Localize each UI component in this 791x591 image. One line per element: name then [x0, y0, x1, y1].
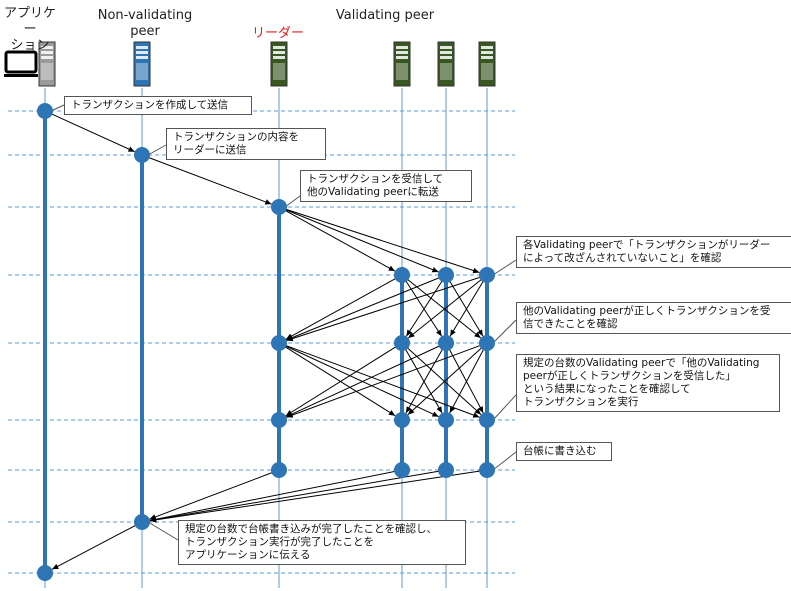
phase-dividers	[8, 110, 515, 574]
server-icons	[38, 41, 496, 87]
callout-notify-application: 規定の台数で台帳書き込みが完了したことを確認し、 トランザクション実行が完了した…	[178, 520, 466, 565]
lifelines-thin	[44, 88, 488, 588]
message-arrow	[406, 278, 482, 339]
callout-execute-transaction: 規定の台数のValidating peerで「他のValidating peer…	[516, 354, 780, 412]
event-node	[37, 565, 53, 581]
message-arrow	[50, 113, 135, 153]
header-leader: リーダー	[251, 26, 304, 41]
callout-write-ledger: 台帳に書き込む	[516, 442, 612, 461]
event-node	[271, 335, 287, 351]
message-arrow	[285, 277, 397, 340]
callout-verify-received: 他のValidating peerが正しくトランザクションを受 信できたことを確…	[516, 302, 791, 334]
event-node	[438, 335, 454, 351]
event-node	[438, 462, 454, 478]
message-arrow	[449, 279, 485, 337]
message-arrow	[149, 470, 482, 523]
message-arrow	[51, 524, 137, 570]
callout-pointers	[50, 104, 517, 541]
callout-pointer	[492, 451, 517, 471]
message-arrow	[149, 471, 274, 520]
event-node	[394, 462, 410, 478]
header-application: アプリケー ション	[3, 6, 56, 53]
message-arrow	[286, 345, 441, 418]
callout-pointer	[284, 195, 301, 208]
message-arrow	[147, 156, 272, 205]
event-node	[394, 267, 410, 283]
server-icon	[393, 41, 411, 87]
message-arrow	[285, 345, 398, 417]
message-arrow	[284, 209, 396, 272]
callout-pointer	[492, 394, 517, 421]
event-node	[479, 462, 495, 478]
message-arrow	[284, 344, 480, 418]
monitor-icon	[4, 50, 38, 77]
message-arrow	[284, 208, 439, 273]
event-node	[394, 412, 410, 428]
event-node	[438, 412, 454, 428]
message-arrow	[286, 344, 482, 418]
callout-send-to-leader: トランザクションの内容を リーダーに送信	[166, 128, 326, 160]
event-node	[271, 462, 287, 478]
event-node	[394, 335, 410, 351]
message-arrow	[405, 279, 444, 337]
message-arrow	[283, 345, 396, 417]
message-arrow	[284, 208, 480, 274]
message-arrow	[149, 470, 441, 523]
message-arrow	[448, 279, 484, 337]
server-icon	[478, 41, 496, 87]
server-icon	[133, 41, 151, 87]
callout-verify-not-tampered: 各Validating peerで「トランザクションがリーダー によって改ざんさ…	[516, 236, 791, 268]
header-non-validating-peer: Non-validating peer	[97, 8, 193, 39]
header-validating-peer: Validating peer	[335, 8, 435, 23]
message-arrow	[286, 276, 482, 342]
message-arrow	[405, 347, 444, 414]
callout-create-transaction: トランザクションを作成して送信	[64, 96, 252, 115]
message-arrow	[406, 346, 482, 415]
message-arrow	[404, 279, 443, 337]
callout-pointer	[50, 104, 65, 112]
server-icon	[38, 41, 56, 87]
message-arrow	[284, 345, 439, 418]
message-arrow	[286, 276, 441, 341]
message-arrow	[149, 470, 397, 522]
event-node	[271, 199, 287, 215]
message-arrow	[449, 348, 485, 414]
server-icon	[270, 41, 288, 87]
message-arrow	[407, 278, 483, 339]
callout-leader-forward: トランザクションを受信して 他のValidating peerに転送	[300, 170, 472, 202]
callout-pointer	[492, 259, 517, 276]
callout-pointer	[492, 319, 517, 344]
callout-pointer	[147, 521, 179, 541]
event-nodes	[37, 103, 495, 581]
message-arrows	[50, 113, 485, 570]
event-node	[479, 412, 495, 428]
event-node	[271, 412, 287, 428]
event-node	[438, 267, 454, 283]
event-node	[479, 335, 495, 351]
event-node	[134, 147, 150, 163]
message-arrow	[448, 348, 484, 414]
event-node	[134, 514, 150, 530]
event-node	[479, 267, 495, 283]
server-icon	[437, 41, 455, 87]
callout-pointer	[147, 144, 167, 156]
message-arrow	[407, 346, 483, 415]
event-node	[37, 103, 53, 119]
